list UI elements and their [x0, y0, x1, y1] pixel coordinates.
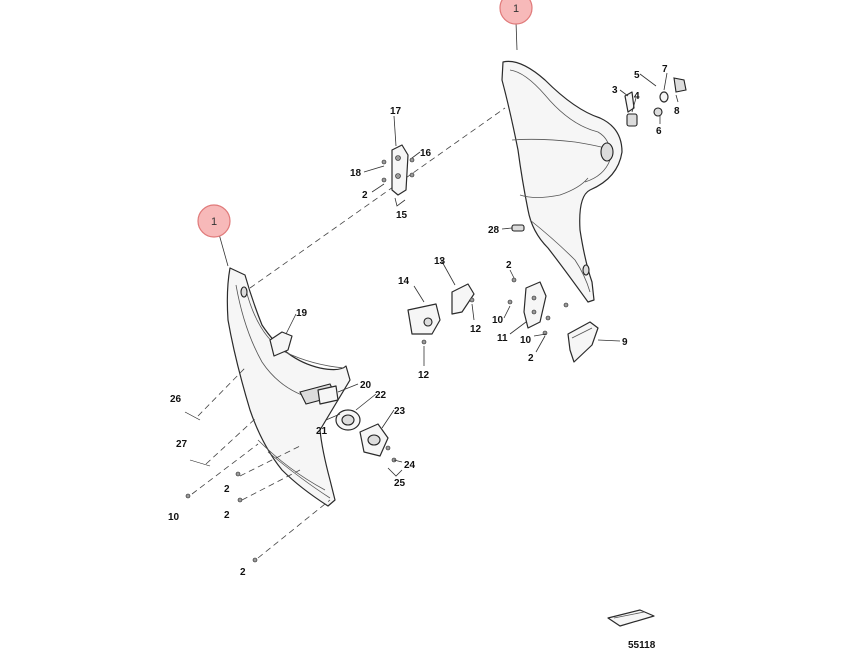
part-19-bracket	[269, 331, 293, 357]
latch-cluster	[624, 77, 687, 127]
svg-text:1: 1	[211, 216, 217, 228]
svg-text:1: 1	[513, 3, 519, 15]
label-6: 6	[656, 126, 662, 137]
label-25: 25	[394, 478, 406, 489]
part-17-bracket	[391, 144, 409, 196]
label-19: 19	[296, 308, 308, 319]
label-10-left: 10	[168, 512, 180, 523]
label-12-bottom: 12	[418, 370, 430, 381]
right-cowl-panel	[501, 60, 623, 303]
part-23-fitting	[359, 423, 389, 457]
label-18: 18	[350, 168, 362, 179]
label-22: 22	[375, 390, 387, 401]
part-22-fitting	[335, 409, 361, 431]
part-20-bracket	[317, 385, 339, 405]
label-11: 11	[497, 333, 508, 344]
label-4: 4	[634, 91, 640, 102]
part-14-plate	[407, 303, 441, 335]
label-16: 16	[420, 148, 432, 159]
label-5: 5	[634, 70, 640, 81]
label-27: 27	[176, 439, 188, 450]
label-2-right-bottom: 2	[528, 353, 534, 364]
label-3: 3	[612, 85, 618, 96]
callout-main-left: 1	[197, 204, 231, 238]
label-2-left-a: 2	[224, 484, 230, 495]
label-24: 24	[404, 460, 416, 471]
part-28-clip	[511, 224, 525, 232]
label-2-left-b: 2	[224, 510, 230, 521]
part-13-bracket	[451, 283, 475, 315]
label-8: 8	[674, 106, 680, 117]
label-13: 13	[434, 256, 446, 267]
label-10-right-a: 10	[492, 315, 504, 326]
label-14: 14	[398, 276, 410, 287]
left-cowl-panel	[226, 267, 351, 507]
figure-id: 55118	[628, 640, 656, 650]
label-21: 21	[316, 426, 328, 437]
callout-main-right: 1	[499, 0, 533, 25]
label-23: 23	[394, 406, 406, 417]
label-10-right-b: 10	[520, 335, 532, 346]
part-9-panel	[567, 321, 599, 363]
label-9: 9	[622, 337, 628, 348]
label-2-right-top: 2	[506, 260, 512, 271]
label-2: 2	[362, 190, 368, 201]
label-28: 28	[488, 225, 500, 236]
label-15: 15	[396, 210, 408, 221]
part-11-bracket	[523, 281, 547, 329]
label-7: 7	[662, 64, 668, 75]
figure-id-icon	[607, 609, 655, 627]
label-17: 17	[390, 106, 402, 117]
label-12-top: 12	[470, 324, 482, 335]
label-2-left-c: 2	[240, 567, 246, 578]
alignment-line	[249, 107, 506, 289]
label-26: 26	[170, 394, 182, 405]
label-20: 20	[360, 380, 372, 391]
